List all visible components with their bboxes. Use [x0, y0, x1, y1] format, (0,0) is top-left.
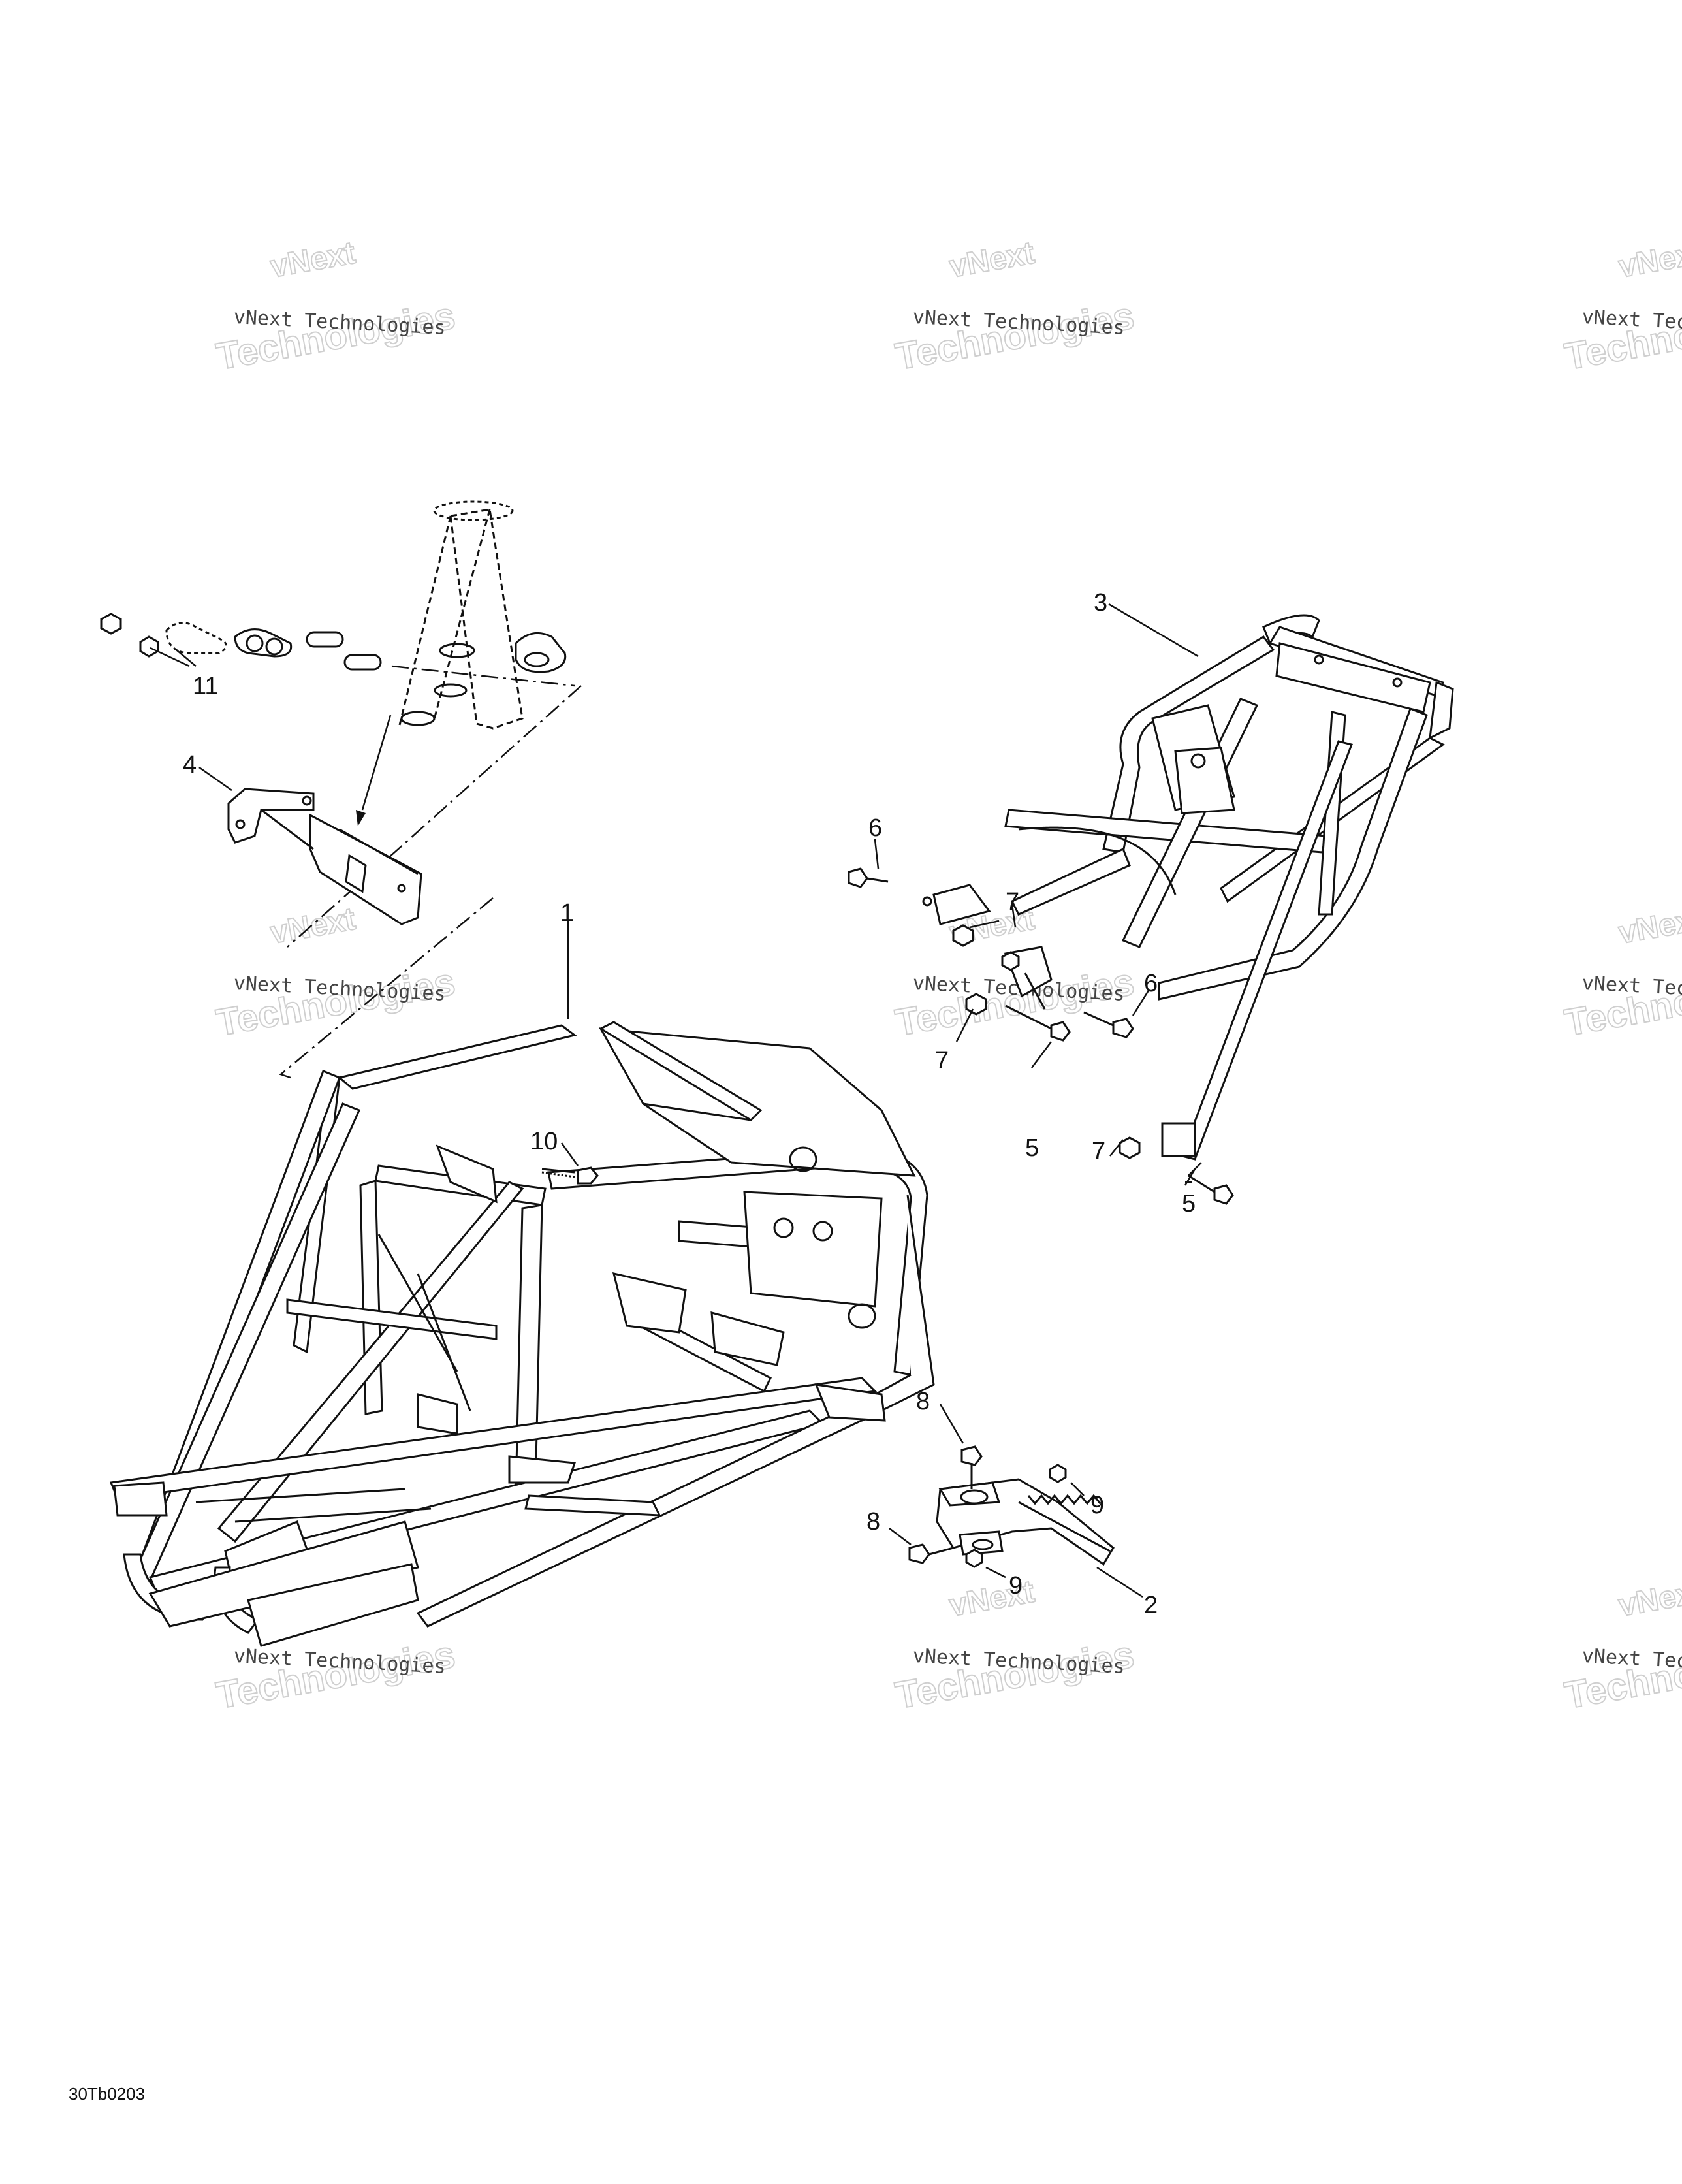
footpeg-part-2	[908, 1445, 1115, 1568]
callout-3: 3	[1094, 589, 1107, 617]
callout-6b: 6	[1144, 970, 1158, 997]
callout-7c: 7	[1092, 1138, 1105, 1165]
callout-leaders	[198, 603, 1202, 1598]
bolt-icon	[1083, 1011, 1134, 1038]
bolt-icon	[908, 1445, 983, 1564]
callout-5a: 5	[1025, 1134, 1039, 1162]
callout-7a: 7	[1006, 888, 1019, 916]
callout-2: 2	[1144, 1592, 1158, 1619]
callout-8a: 8	[916, 1388, 930, 1415]
bearing-block-icon	[515, 632, 567, 673]
bolt-icon	[848, 867, 889, 888]
nut-icon	[100, 613, 159, 658]
diagram-code: 30Tb0203	[69, 2084, 145, 2104]
svg-text:Technologies: Technologies	[1562, 961, 1682, 1044]
svg-text:vNext: vNext	[1616, 1575, 1682, 1624]
steering-bracket-part-4	[227, 788, 422, 925]
callout-9b: 9	[1009, 1572, 1023, 1599]
svg-text:vNext: vNext	[947, 1575, 1037, 1624]
clamp-icon	[165, 622, 293, 658]
svg-text:vNext: vNext	[268, 236, 358, 285]
bolt-icon	[1005, 1004, 1234, 1205]
rear-subframe-part-3	[922, 614, 1454, 1161]
svg-text:vNext: vNext	[947, 236, 1037, 285]
svg-text:vNext: vNext	[1616, 236, 1682, 285]
callout-1: 1	[560, 899, 574, 927]
callout-5b: 5	[1182, 1190, 1196, 1217]
svg-text:Technologies: Technologies	[1562, 1633, 1682, 1717]
callout-9a: 9	[1090, 1492, 1104, 1519]
svg-text:vNext: vNext	[268, 902, 358, 951]
callout-11: 11	[193, 673, 218, 700]
callout-10: 10	[530, 1128, 558, 1155]
nut-icon	[965, 1464, 1067, 1568]
watermark-top-left: vNext Technologies vNext Technologies	[213, 235, 459, 379]
watermark-top-right: vNext Technologies vNext Technologies	[1561, 235, 1682, 379]
svg-text:Technologies: Technologies	[1562, 295, 1682, 378]
watermark-mid-left: vNext Technologies vNext Technologies	[213, 901, 459, 1045]
callout-8b: 8	[866, 1508, 880, 1535]
watermark-top-center: vNext Technologies vNext Technologies	[892, 235, 1138, 379]
watermark-bottom-right: vNext Technologies vNext Technologies	[1561, 1574, 1682, 1718]
callout-numbers: 1 2 3 4 5 5 6 6 7 7 7 8 8 9 9 10 11	[183, 589, 1196, 1619]
bushing-icon	[306, 631, 475, 698]
subframe-hardware	[848, 867, 1234, 1205]
callout-6a: 6	[868, 814, 882, 842]
bolt-part-10	[541, 1142, 599, 1185]
nut-icon	[952, 924, 1141, 1159]
watermark-mid-right: vNext Technologies vNext Technologies	[1561, 901, 1682, 1045]
callout-4: 4	[183, 751, 197, 779]
callout-7b: 7	[935, 1047, 949, 1074]
main-frame-part-1	[109, 1021, 935, 1647]
svg-text:vNext: vNext	[1616, 902, 1682, 951]
steering-column-assembly	[100, 500, 582, 1079]
